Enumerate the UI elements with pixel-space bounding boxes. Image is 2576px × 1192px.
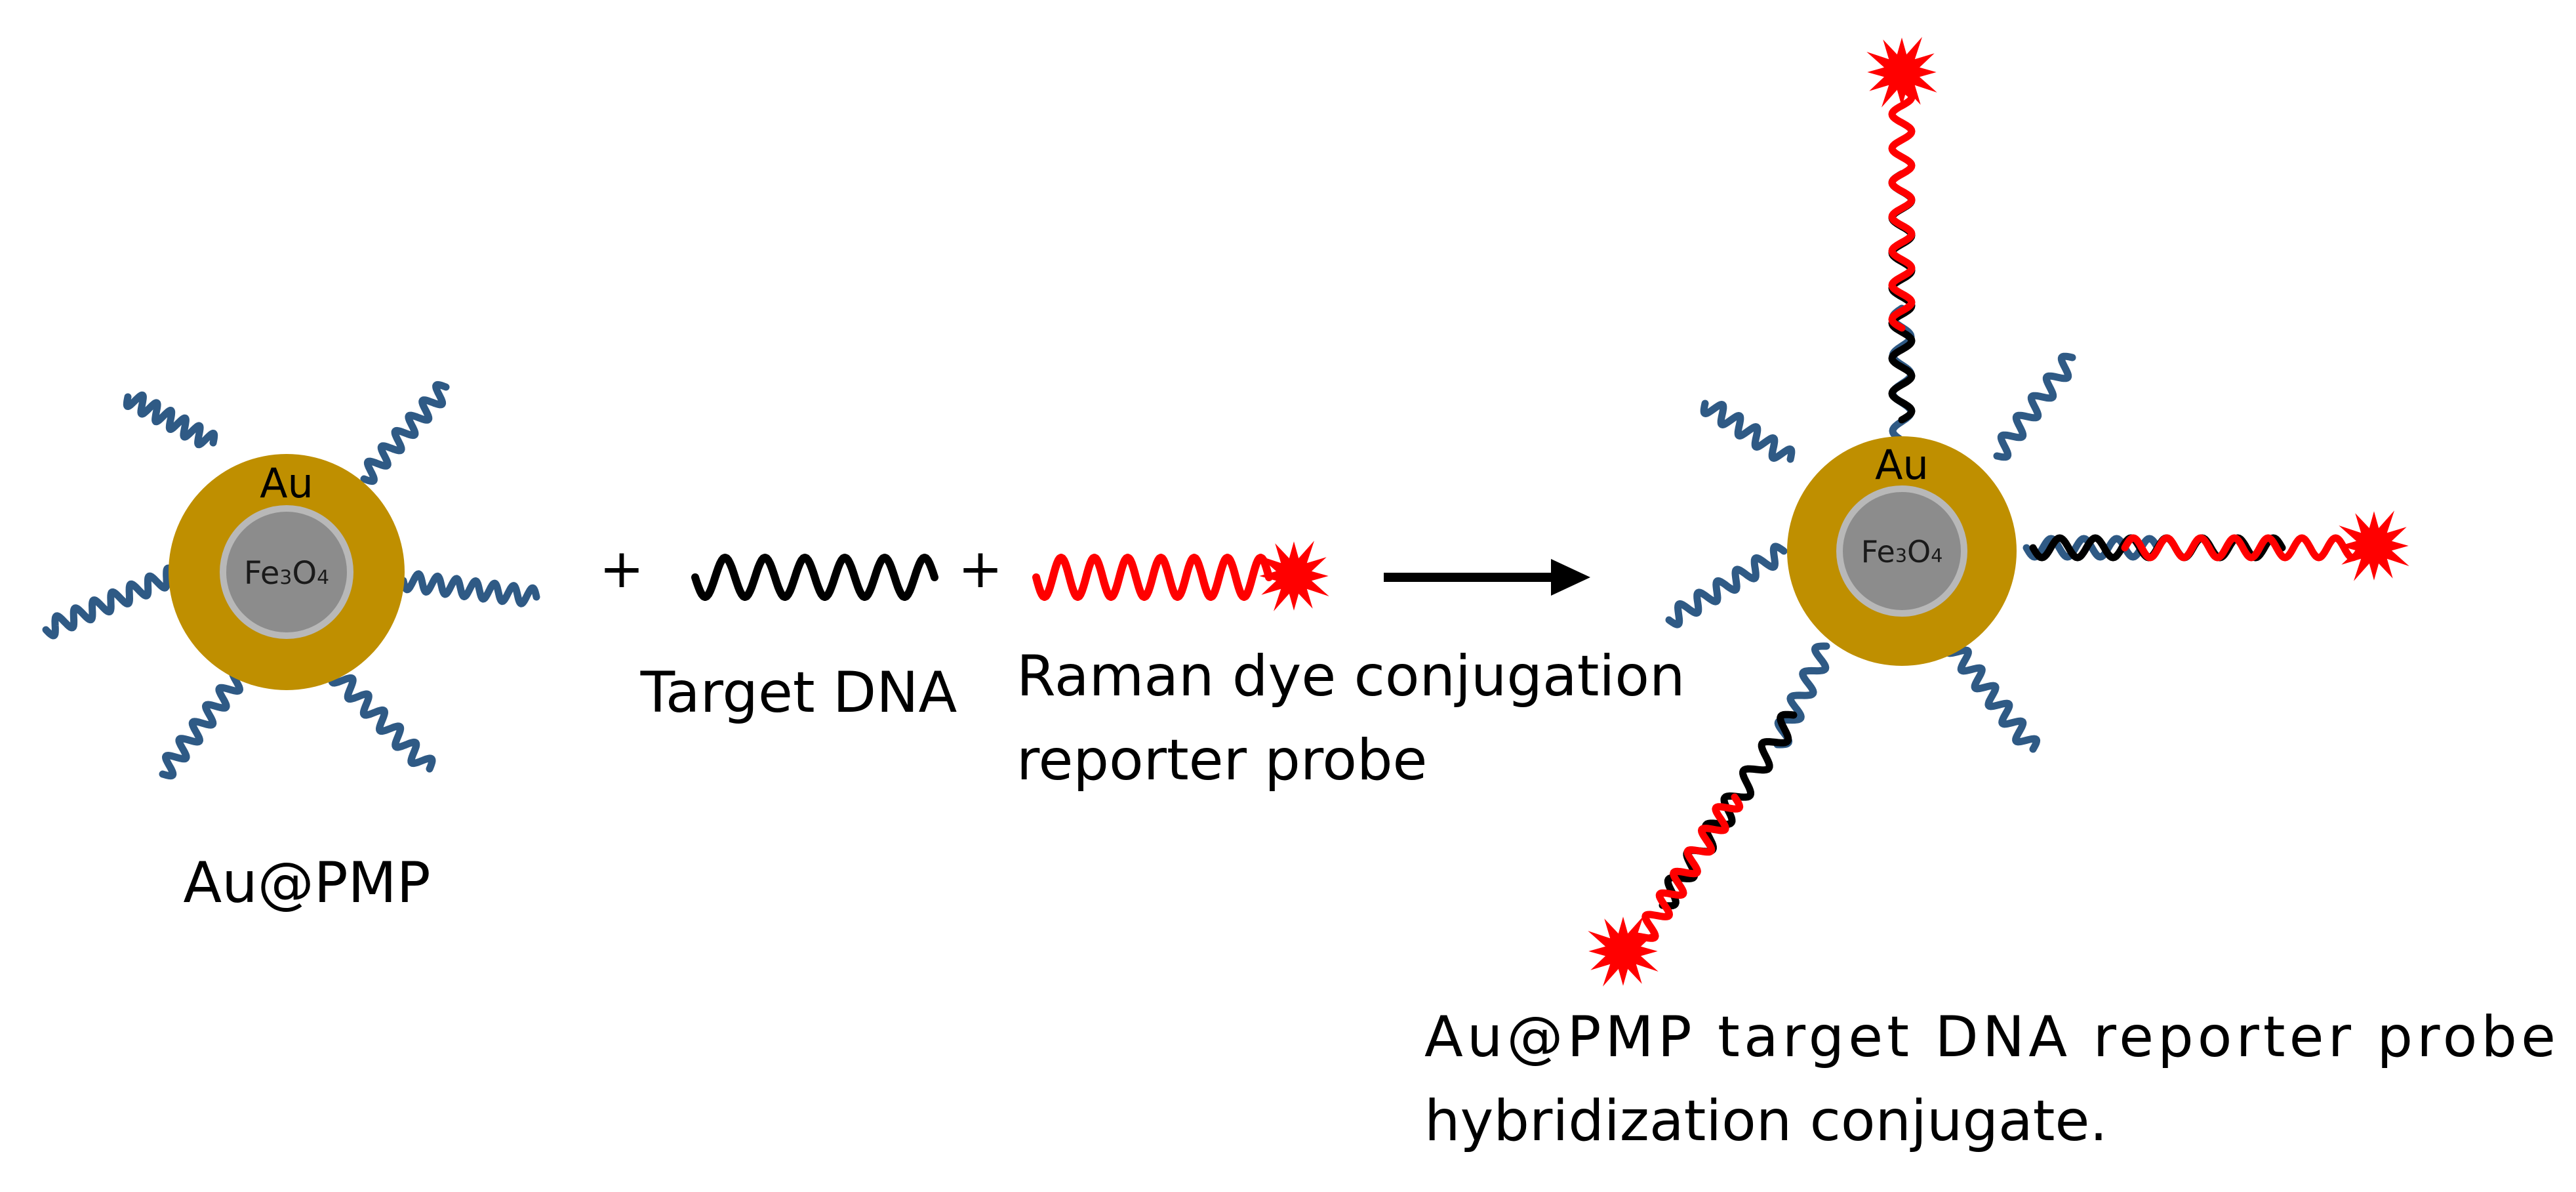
product-caption-line2: hybridization conjugate.: [1424, 1088, 2108, 1154]
anchor-strand: [360, 380, 450, 485]
anchor-strand: [1700, 400, 1796, 463]
raman-dye-starburst: [2339, 510, 2409, 581]
anchor-strand: [42, 564, 180, 640]
anchor-strand: [1993, 352, 2076, 461]
core-label: Fe3O4: [244, 555, 329, 592]
hybridized-reporter-strand: [1627, 793, 1744, 952]
probe-label-line1: Raman dye conjugation: [1016, 644, 1685, 709]
product-conjugate: Au Fe3O4: [1588, 37, 2409, 987]
anchor-strand: [123, 391, 218, 449]
anchor-strand: [2023, 535, 2162, 561]
probe-label-line2: reporter probe: [1016, 728, 1427, 793]
core-label-text: Fe3O4: [1861, 534, 1943, 569]
reaction-arrow: [1384, 559, 1590, 596]
core-label: Fe3O4: [1861, 534, 1943, 569]
particle-name: Au@PMP: [183, 850, 430, 916]
raman-dye-starburst: [1588, 916, 1659, 987]
anchor-strand: [399, 570, 540, 607]
anchor-strand: [1665, 543, 1788, 628]
hybridized-reporter-strand: [1888, 85, 1916, 332]
anchor-strand: [328, 668, 436, 773]
reporter-probe-strand: [1032, 554, 1273, 601]
product-caption-line1: Au@PMP target DNA reporter probe: [1424, 1004, 2556, 1070]
raman-dye-starburst: [1258, 541, 1329, 611]
shell-label: Au: [1875, 441, 1929, 489]
core-label-text: Fe3O4: [244, 555, 329, 592]
anchor-strand: [1943, 639, 2041, 753]
left-particle: Au Fe3O4 Au@PMP: [42, 380, 540, 916]
iron-oxide-core: [1836, 485, 1967, 617]
anchor-strand: [159, 667, 247, 780]
iron-oxide-core: [220, 505, 353, 639]
hybridized-reporter-strand: [2121, 534, 2365, 562]
target-dna-label: Target DNA: [640, 660, 957, 726]
shell-label: Au: [260, 459, 313, 507]
raman-dye-starburst: [1866, 37, 1937, 108]
plus-sign: +: [599, 538, 645, 600]
plus-sign: +: [958, 538, 1003, 600]
target-dna-strand: [691, 554, 938, 601]
